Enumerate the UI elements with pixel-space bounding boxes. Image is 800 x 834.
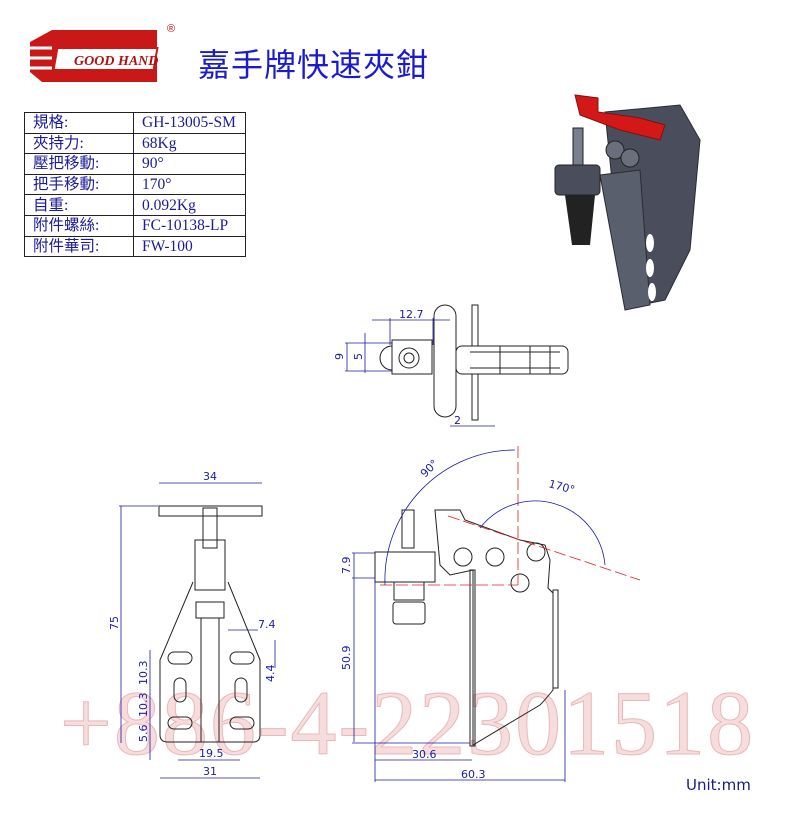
table-row: 規格:GH-13005-SM (24, 112, 246, 134)
side-view (374, 509, 559, 747)
spec-label: 規格: (24, 112, 134, 134)
spec-value: 0.092Kg (133, 194, 246, 216)
dim-2: 2 (454, 414, 461, 427)
spec-value: FW-100 (133, 235, 246, 258)
angle-arcs (384, 449, 606, 586)
spec-table: 規格:GH-13005-SM 夾持力:68Kg 壓把移動:90° 把手移動:17… (24, 112, 246, 258)
spec-label: 附件螺絲: (24, 214, 134, 237)
unit-label: Unit:mm (686, 776, 751, 794)
table-row: 壓把移動:90° (24, 153, 246, 175)
dim-9: 9 (333, 353, 346, 360)
dim-19-5: 19.5 (199, 747, 224, 760)
centerlines (380, 446, 641, 586)
table-row: 自重:0.092Kg (24, 194, 246, 216)
table-row: 附件螺絲:FC-10138-LP (24, 214, 246, 237)
side-view-dimensions (352, 552, 566, 782)
phone-watermark: +886-4-22301518 (59, 672, 756, 775)
dim-5-6: 5.6 (137, 725, 150, 743)
dim-12-7: 12.7 (399, 308, 424, 321)
spec-value: 90° (133, 153, 246, 175)
spec-label: 把手移動: (24, 173, 134, 196)
spec-value: 68Kg (133, 132, 246, 155)
front-view (158, 505, 263, 743)
dim-30-6: 30.6 (412, 748, 437, 761)
dim-5: 5 (352, 353, 365, 360)
logo-text: GOOD HAND (74, 54, 158, 69)
dim-60-3: 60.3 (461, 768, 486, 781)
page-title: 嘉手牌快速夾鉗 (198, 46, 430, 84)
top-view (379, 304, 569, 421)
dim-10-3a: 10.3 (137, 661, 150, 686)
good-hand-logo: GOOD HAND ® (28, 23, 175, 82)
front-view-dimensions (119, 482, 276, 779)
table-row: 附件華司:FW-100 (24, 235, 246, 258)
dim-7-9: 7.9 (340, 557, 353, 575)
dim-angle-90: 90° (418, 457, 441, 480)
product-3d-render (554, 94, 701, 311)
spec-value: FC-10138-LP (133, 214, 246, 237)
dim-10-3b: 10.3 (137, 693, 150, 718)
spec-label: 附件華司: (24, 235, 134, 258)
registered-mark: ® (167, 23, 175, 35)
spec-label: 夾持力: (24, 132, 134, 155)
dim-75: 75 (108, 616, 121, 630)
dim-31: 31 (203, 765, 217, 778)
spec-value: 170° (133, 173, 246, 196)
spec-label: 壓把移動: (24, 153, 134, 175)
table-row: 把手移動:170° (24, 173, 246, 196)
table-row: 夾持力:68Kg (24, 132, 246, 155)
dim-angle-170: 170° (547, 477, 576, 496)
spec-label: 自重: (24, 194, 134, 216)
spec-value: GH-13005-SM (133, 112, 246, 134)
dim-7-4: 7.4 (258, 618, 276, 631)
dim-34: 34 (203, 470, 217, 483)
top-view-dimensions (345, 318, 495, 427)
dim-4-4: 4.4 (264, 665, 277, 683)
dim-50-9: 50.9 (340, 646, 353, 671)
